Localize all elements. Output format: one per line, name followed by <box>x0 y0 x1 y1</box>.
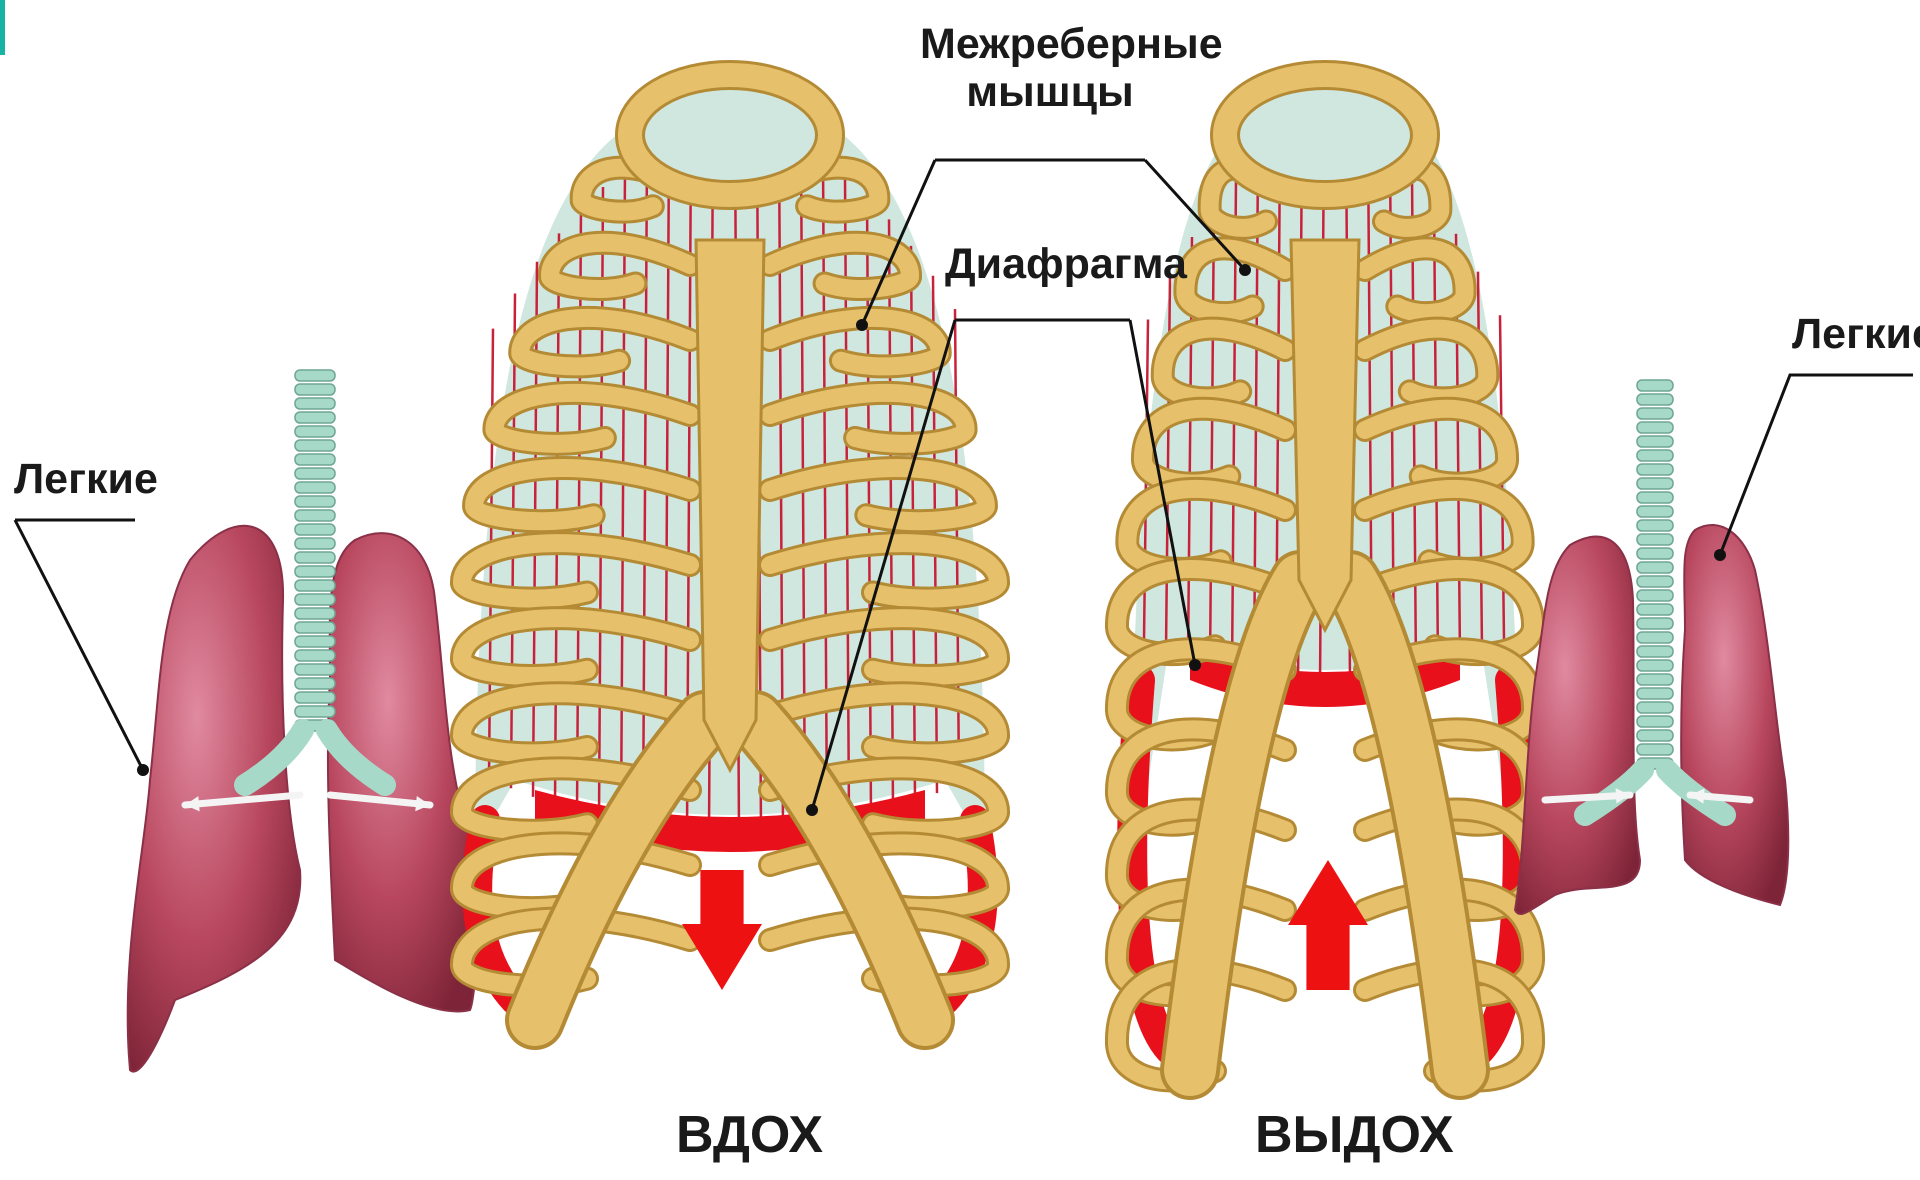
trachea-ring <box>295 370 335 381</box>
trachea-ring <box>295 524 335 535</box>
trachea-ring <box>295 622 335 633</box>
exhale-caption: ВЫДОХ <box>1255 1105 1454 1165</box>
trachea-ring <box>295 468 335 479</box>
trachea-ring <box>295 510 335 521</box>
trachea-ring <box>1637 408 1673 419</box>
trachea-ring <box>295 594 335 605</box>
trachea-ring <box>295 496 335 507</box>
trachea-ring <box>295 664 335 675</box>
trachea-ring <box>295 454 335 465</box>
trachea-ring <box>1637 744 1673 755</box>
trachea-ring <box>1637 702 1673 713</box>
diaphragm-label: Диафрагма <box>945 240 1187 288</box>
trachea-ring <box>1637 660 1673 671</box>
trachea-ring <box>1637 604 1673 615</box>
trachea-ring <box>1637 394 1673 405</box>
trachea-ring <box>295 636 335 647</box>
inhale-caption: ВДОХ <box>676 1105 823 1165</box>
trachea-ring <box>295 706 335 717</box>
trachea-ring <box>295 412 335 423</box>
trachea-ring <box>295 692 335 703</box>
trachea-ring <box>1637 436 1673 447</box>
trachea-ring <box>1637 478 1673 489</box>
trachea-ring <box>295 650 335 661</box>
intercostal-label-line1: Межреберные <box>920 20 1180 68</box>
trachea-ring <box>1637 464 1673 475</box>
lungs-label-right: Легкие <box>1792 310 1920 358</box>
trachea-ring <box>1637 380 1673 391</box>
trachea-ring <box>295 398 335 409</box>
trachea-ring <box>1637 520 1673 531</box>
trachea-ring <box>295 566 335 577</box>
intercostal-muscles-label: Межреберные мышцы <box>920 20 1180 116</box>
trachea-ring <box>1637 590 1673 601</box>
trachea-ring <box>295 440 335 451</box>
trachea-ring <box>1637 576 1673 587</box>
trachea-ring <box>295 384 335 395</box>
trachea-ring <box>1637 506 1673 517</box>
trachea-ring <box>1637 548 1673 559</box>
intercostal-label-line2: мышцы <box>920 68 1180 116</box>
trachea-ring <box>1637 688 1673 699</box>
trachea-ring <box>1637 646 1673 657</box>
trachea-ring <box>1637 492 1673 503</box>
trachea-ring <box>1637 716 1673 727</box>
trachea-ring <box>1637 618 1673 629</box>
lungs-label-left: Легкие <box>14 455 158 503</box>
sternum <box>696 240 764 770</box>
trachea-ring <box>295 426 335 437</box>
trachea-ring <box>1637 422 1673 433</box>
trachea-ring <box>1637 632 1673 643</box>
trachea-ring <box>295 538 335 549</box>
trachea-ring <box>1637 450 1673 461</box>
corner-accent <box>0 0 5 55</box>
trachea-ring <box>1637 562 1673 573</box>
trachea-ring <box>1637 674 1673 685</box>
trachea-ring <box>295 482 335 493</box>
trachea-ring <box>295 580 335 591</box>
trachea-ring <box>295 678 335 689</box>
trachea-ring <box>295 552 335 563</box>
trachea-ring <box>1637 730 1673 741</box>
sternum <box>1291 240 1359 630</box>
trachea-ring <box>295 608 335 619</box>
trachea-ring <box>1637 534 1673 545</box>
